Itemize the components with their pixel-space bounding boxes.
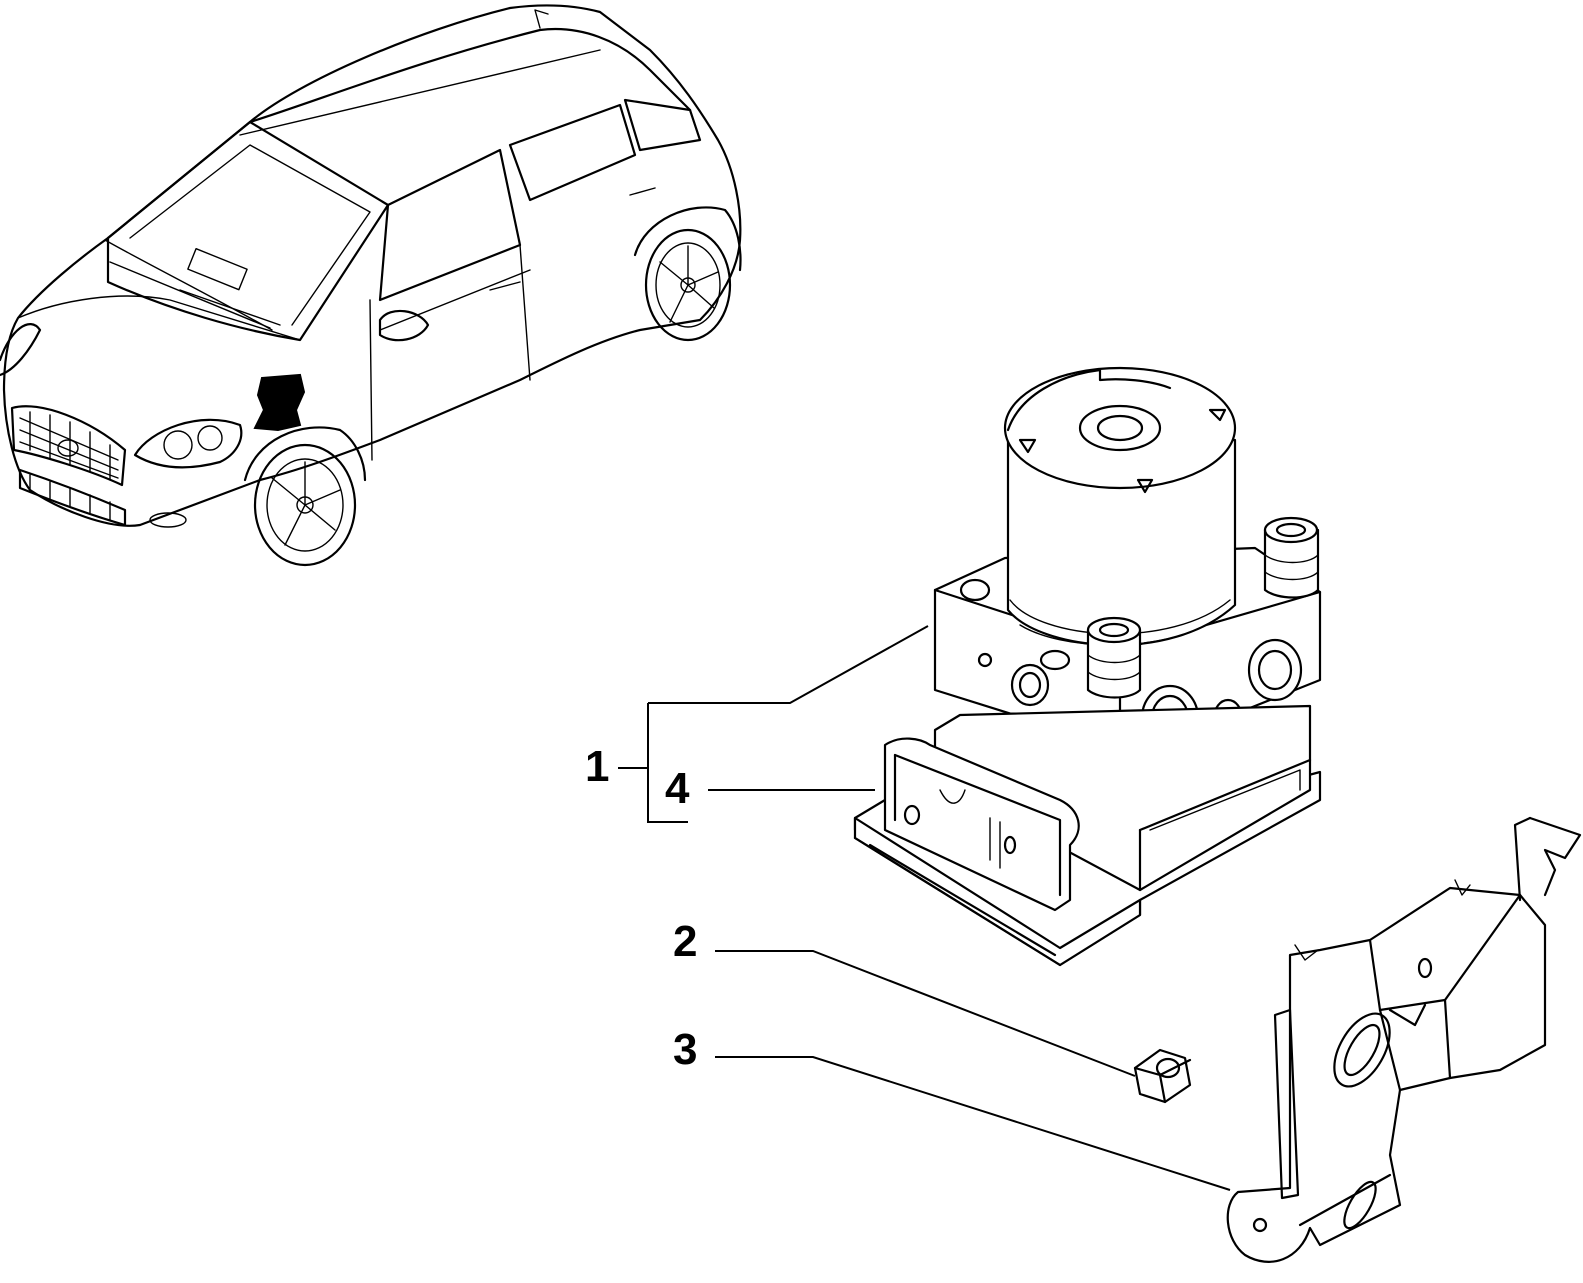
valve-post-right: [1263, 516, 1320, 599]
leader-2: [715, 950, 1136, 1077]
mounting-bracket: [1226, 816, 1582, 1263]
leader-3: [715, 1056, 1231, 1191]
abs-control-unit: [853, 704, 1322, 967]
callout-2: 2: [673, 917, 697, 966]
callout-1: 1: [585, 742, 609, 791]
leader-1: [618, 625, 929, 823]
abs-location-marker: [253, 373, 306, 432]
callout-4: 4: [665, 764, 690, 813]
valve-post-left: [1086, 616, 1142, 699]
hex-nut: [1133, 1048, 1192, 1104]
callout-3: 3: [673, 1025, 697, 1074]
leader-lines: [618, 625, 1231, 1191]
car-overview-illustration: [0, 4, 742, 567]
abs-modulator-unit: [933, 366, 1322, 757]
